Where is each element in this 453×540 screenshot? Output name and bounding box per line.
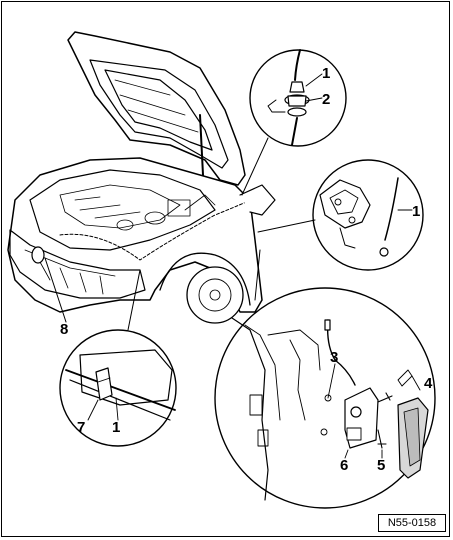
cable-to-lock (384, 177, 399, 241)
reference-code-label: N55-0158 (378, 514, 446, 532)
callout-1-grommet: 1 (322, 65, 330, 82)
door-frame (231, 317, 269, 501)
leader-grommet (241, 137, 269, 196)
callout-8: 8 (60, 321, 68, 338)
detail-hood-lock (257, 159, 424, 271)
hood-inner-frame (89, 59, 229, 169)
callout-2-grommet: 2 (322, 91, 330, 108)
car-front-illustration (7, 31, 276, 324)
detail-grommet (241, 49, 347, 196)
grille-badge (31, 246, 45, 264)
screw-lower (377, 429, 387, 449)
wheel-arch (159, 252, 251, 306)
release-cable-route (59, 194, 263, 261)
callout-1-lock: 1 (412, 203, 420, 220)
detail-cable-clip (59, 269, 177, 447)
callout-4: 4 (424, 375, 433, 392)
screw-upper (377, 392, 393, 403)
leader-handle (254, 249, 261, 301)
leader-lock (257, 219, 316, 233)
leader-8 (44, 257, 67, 323)
detail-release-handle (214, 249, 436, 509)
callout-3: 3 (330, 349, 338, 366)
hood-lock-body (319, 179, 371, 229)
callout-1-clip: 1 (112, 419, 120, 436)
front-wheel (186, 266, 244, 324)
cable-upper (294, 49, 301, 81)
front-bumper (9, 229, 146, 299)
interior-cable (326, 319, 356, 386)
leader-clip (127, 269, 141, 331)
cable-clip (95, 367, 113, 401)
engine-bay (29, 169, 216, 251)
callout-6: 6 (340, 457, 348, 474)
grommet (287, 107, 307, 117)
callout-7: 7 (77, 419, 85, 436)
callout-5: 5 (377, 457, 385, 474)
